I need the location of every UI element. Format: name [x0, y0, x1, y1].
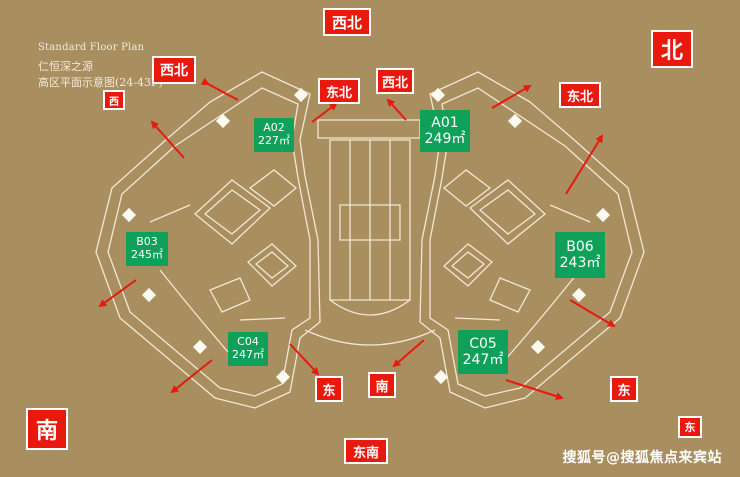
watermark-text: 搜狐号@搜狐焦点来宾站 [562, 450, 722, 466]
unit-area: 247㎡ [462, 352, 504, 368]
central-core [304, 119, 436, 346]
direction-tag-east-bottom-right: 东 [612, 378, 636, 400]
arrow-west [98, 279, 137, 308]
arrow-south-center [392, 339, 425, 368]
direction-tag-southeast: 东南 [346, 440, 386, 462]
unit-id: C05 [469, 335, 497, 352]
unit-id: C04 [237, 335, 259, 349]
direction-tag-northwest-center: 西北 [378, 70, 412, 92]
unit-label-c04: C04 247㎡ [228, 332, 268, 366]
unit-area: 243㎡ [559, 255, 601, 271]
arrow-east-bottom-right [505, 379, 564, 400]
direction-arrows [98, 77, 616, 400]
unit-id: B03 [136, 235, 158, 249]
direction-tag-northwest-top: 西北 [325, 10, 369, 34]
direction-tag-northeast-center: 东北 [320, 80, 358, 102]
unit-id: A02 [263, 121, 285, 135]
unit-id: B06 [566, 238, 594, 255]
unit-area: 247㎡ [232, 348, 264, 361]
plan-subtitle: 高区平面示意图(24-43F) [38, 76, 163, 89]
arrow-northeast-far [565, 134, 604, 195]
arrow-northwest-center [386, 98, 407, 121]
direction-tag-northeast-right: 东北 [561, 84, 599, 106]
direction-tag-north-large: 北 [653, 32, 691, 66]
unit-label-b03: B03 245㎡ [126, 232, 168, 266]
direction-tag-south-center: 南 [370, 374, 394, 396]
unit-area: 249㎡ [424, 131, 466, 147]
arrow-east-right [569, 299, 616, 328]
direction-tag-northwest-left: 西北 [154, 58, 194, 82]
direction-tag-west: 西 [105, 92, 123, 108]
arrow-east-bottom-left [289, 343, 320, 376]
unit-label-b06: B06 243㎡ [555, 232, 605, 278]
arrow-northwest-left [200, 77, 239, 101]
unit-label-c05: C05 247㎡ [458, 330, 508, 374]
unit-label-a01: A01 249㎡ [420, 110, 470, 152]
unit-area: 227㎡ [258, 134, 290, 147]
direction-tag-east-bottom-left: 东 [317, 378, 341, 400]
direction-tag-east-small: 东 [680, 418, 700, 436]
arrow-northwest-upper [150, 120, 185, 159]
arrow-southwest [170, 359, 213, 394]
plan-title-english: Standard Floor Plan [38, 42, 145, 53]
direction-tag-south-large: 南 [28, 410, 66, 448]
arrow-northeast-right [491, 84, 532, 109]
column-markers [121, 87, 611, 385]
unit-id: A01 [431, 114, 459, 131]
project-name: 仁恒深之源 [38, 60, 93, 73]
left-tower-outline [95, 71, 321, 409]
arrow-northeast-center [311, 102, 338, 123]
unit-label-a02: A02 227㎡ [254, 118, 294, 152]
unit-area: 245㎡ [131, 248, 163, 261]
